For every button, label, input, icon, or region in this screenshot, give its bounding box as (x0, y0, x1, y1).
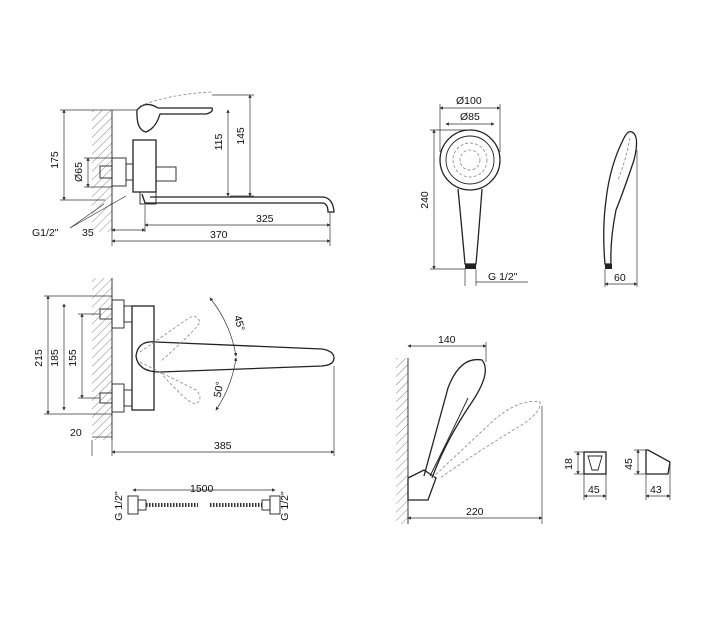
hose-thread-right: G 1/2" (279, 491, 291, 521)
dim-220: 220 (466, 506, 484, 518)
dim-43: 43 (650, 484, 662, 496)
dim-215: 215 (33, 349, 45, 367)
shower-tilted-ghost (431, 401, 541, 479)
holder-front-body (583, 451, 607, 475)
shower-head-inner (445, 135, 495, 185)
dim-145: 145 (235, 127, 247, 145)
dim-1500: 1500 (190, 483, 214, 495)
hand-shower-side: 60 (603, 130, 638, 287)
dim-60: 60 (614, 272, 626, 284)
dim-18: 18 (563, 458, 575, 470)
dim-175: 175 (49, 151, 61, 169)
faucet-side-view: 175 Ø65 145 115 G1/2" 35 325 370 (32, 91, 335, 246)
mixer-body (132, 139, 157, 193)
shower-holder-view: 140 220 (396, 334, 543, 524)
holder-side-body (645, 449, 671, 475)
shower-head-outer (439, 129, 501, 191)
dim-240: 240 (419, 191, 431, 209)
thread-label-side: G1/2" (32, 227, 59, 239)
hose: 1500 G 1/2" G 1/2" (113, 483, 291, 521)
dim-370: 370 (210, 229, 228, 241)
dim-385: 385 (214, 440, 232, 452)
wall-hatch-holder (396, 358, 408, 524)
dim-155: 155 (67, 349, 79, 367)
dim-115: 115 (213, 133, 225, 150)
dim-45-side: 45 (623, 458, 635, 470)
eccentric (111, 157, 127, 187)
wall-hatch (92, 110, 112, 232)
shower-in-holder (423, 358, 486, 479)
dim-35: 35 (82, 227, 94, 239)
hand-shower-front: Ø100 Ø85 240 G 1/2" (419, 95, 528, 286)
holder-side: 45 43 (623, 449, 671, 500)
holder-bracket (407, 469, 437, 501)
dim-d100: Ø100 (456, 95, 482, 107)
dim-45-front: 45 (588, 484, 600, 496)
dim-185: 185 (49, 349, 61, 367)
lever-handle (136, 103, 214, 133)
faucet-top-view: 45° 50° 215 185 155 20 385 (33, 278, 335, 456)
spout-top (135, 341, 335, 373)
lever-ghost (139, 91, 213, 107)
dim-140: 140 (438, 334, 456, 346)
shower-thread: G 1/2" (488, 271, 518, 283)
mixer-body-top (131, 305, 155, 411)
shower-handle (457, 188, 483, 265)
dim-d65: Ø65 (73, 162, 85, 182)
dim-d85: Ø85 (460, 111, 480, 123)
spout (141, 193, 335, 213)
dim-325: 325 (256, 213, 274, 225)
dim-20: 20 (70, 427, 82, 439)
holder-front: 18 45 (563, 451, 607, 500)
shower-side-profile (603, 130, 638, 265)
hose-thread-left: G 1/2" (113, 491, 125, 521)
angle-50: 50° (212, 381, 227, 399)
wall-hatch-top (92, 278, 112, 440)
angle-45: 45° (231, 314, 247, 332)
